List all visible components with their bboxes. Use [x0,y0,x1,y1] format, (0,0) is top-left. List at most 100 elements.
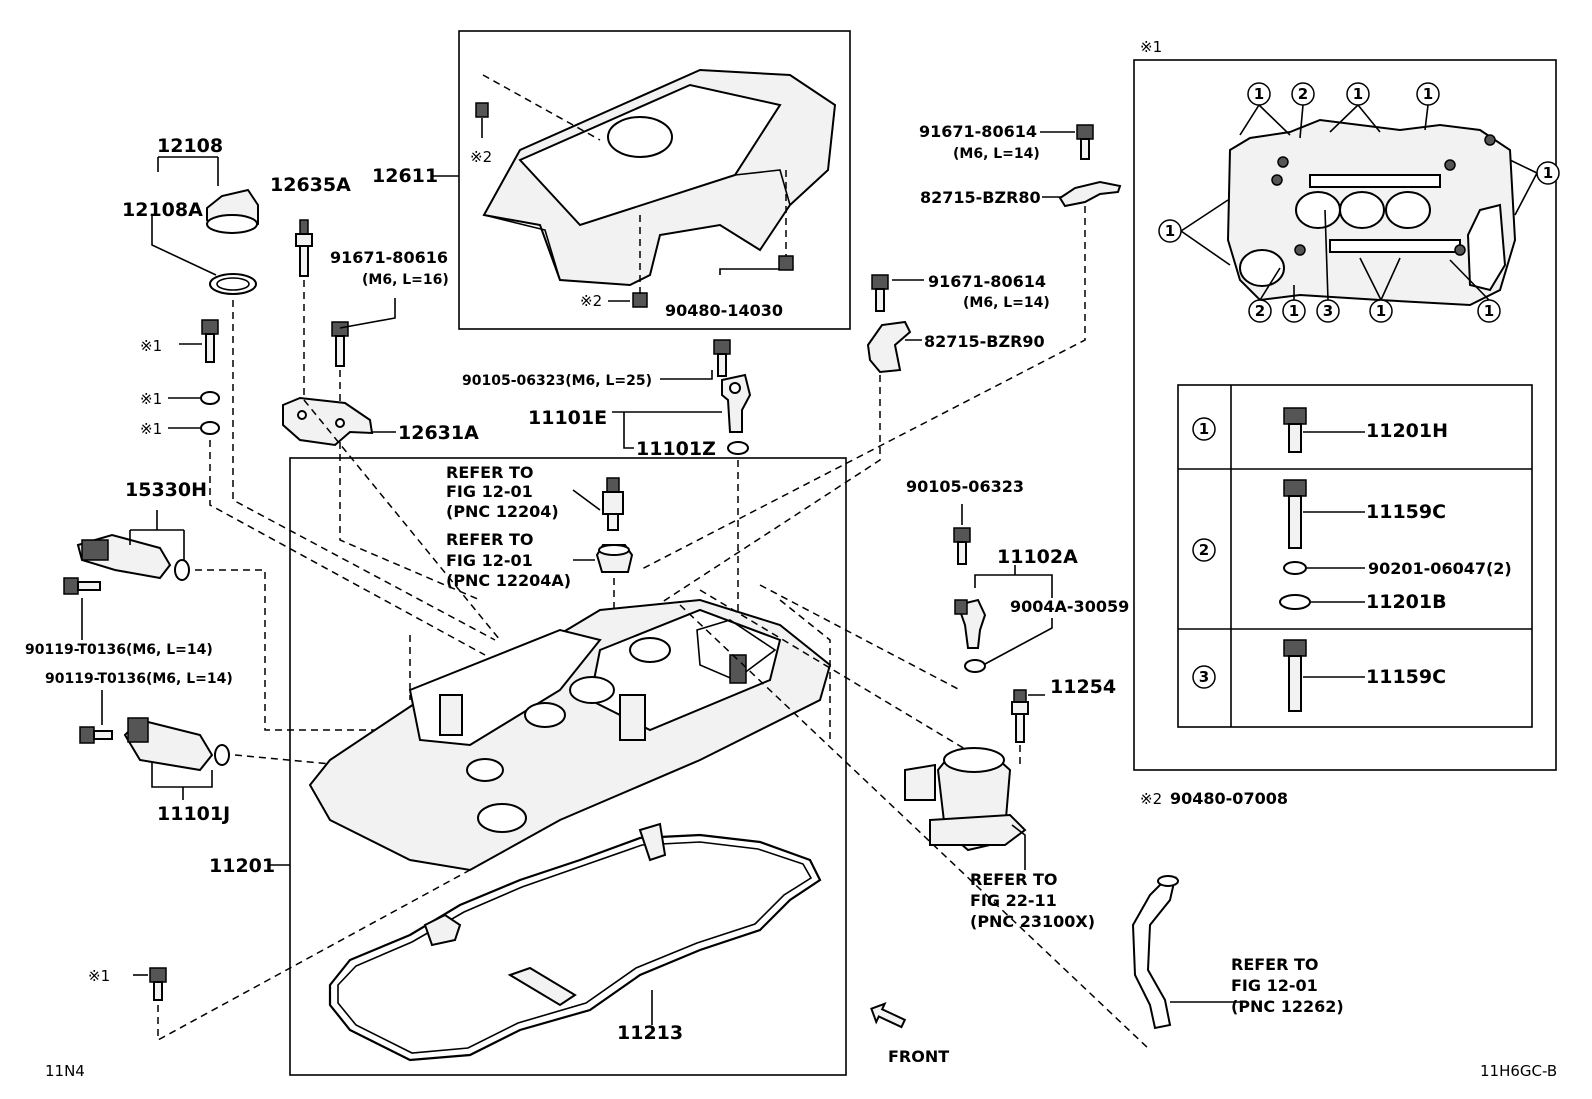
refer1-line-b: FIG 12-01 [446,482,533,501]
inset-frame [1133,59,1557,771]
cylinder-head-cover [308,598,832,872]
svg-text:2: 2 [1255,302,1265,320]
footnote-part: 90480-07008 [1170,789,1288,808]
label-11213: 11213 [617,1022,683,1044]
bolt-91671-80614-a [1076,124,1094,160]
callout-1-c: 1 [1416,82,1440,106]
svg-text:2: 2 [1298,85,1308,103]
note1-label-b: ※1 [140,390,162,408]
refer4-line-c: (PNC 12262) [1231,997,1344,1016]
note1-label-c: ※1 [140,420,162,438]
stud-12635A [295,219,313,277]
label-90119-b: 90119-T0136(M6, L=14) [45,671,233,687]
refer2-line-b: FIG 12-01 [446,551,533,570]
label-11201: 11201 [209,855,275,877]
callout-2-b: 2 [1248,299,1272,323]
front-label: FRONT [888,1047,949,1066]
callout-1-b: 1 [1346,82,1370,106]
washer-note1-a [200,391,220,405]
svg-text:3: 3 [1323,302,1333,320]
note2-label-b: ※2 [580,292,602,310]
filler-cap-gasket [209,273,257,295]
inset-table [1177,384,1533,728]
label-91671-80614-a-spec: (M6, L=14) [953,146,1040,162]
label-82715-BZR90: 82715-BZR90 [924,332,1045,351]
cylinder-head-cover-frame [289,457,847,1076]
label-12631A: 12631A [398,422,479,444]
table-row-3: 3 11159C [1192,639,1446,712]
label-11101J: 11101J [157,803,230,825]
bolt-11254 [1011,689,1029,743]
label-15330H: 15330H [125,479,207,501]
oil-control-valve-11101J [123,717,230,772]
spark-plug-tube [602,477,624,531]
svg-text:1: 1 [1484,302,1494,320]
refer1-line-a: REFER TO [446,463,534,482]
label-90119-a: 90119-T0136(M6, L=14) [25,642,213,658]
svg-text:1: 1 [1423,85,1433,103]
svg-text:11159C: 11159C [1366,666,1446,688]
refer3-line-b: FIG 22-11 [970,891,1057,910]
grommet-bottom [632,292,648,308]
label-91671-80614-b-spec: (M6, L=14) [963,295,1050,311]
oil-control-valve-15330H [76,533,190,581]
label-11101E: 11101E [528,407,607,429]
label-82715-BZR80: 82715-BZR80 [920,188,1041,207]
svg-text:11201B: 11201B [1366,591,1447,613]
svg-text:2: 2 [1199,541,1209,559]
code-right: 11H6GC-B [1480,1062,1557,1080]
label-11101Z: 11101Z [636,438,716,460]
bolt-note1 [201,319,219,363]
cylinder-head-cover-gasket [328,822,822,1062]
callout-2-a: 2 [1291,82,1315,106]
svg-text:1: 1 [1543,164,1553,182]
code-left: 11N4 [45,1062,85,1080]
label-9004A-30059: 9004A-30059 [1010,597,1129,616]
svg-text:11201H: 11201H [1366,420,1448,442]
bolt-90119-a [63,577,101,595]
engine-cover [482,68,837,287]
callout-1-a: 1 [1247,82,1271,106]
washer-note1-b [200,421,220,435]
refer1-line-c: (PNC 12204) [446,502,559,521]
svg-text:1: 1 [1289,302,1299,320]
svg-text:1: 1 [1165,222,1175,240]
bolt-90105-06323-b [953,527,971,565]
table-row-2: 2 11159C 90201-06047(2) 11201B [1192,479,1512,613]
callout-1-h: 1 [1477,299,1501,323]
label-12108: 12108 [157,135,223,157]
refer3-line-c: (PNC 23100X) [970,912,1095,931]
refer4-line-b: FIG 12-01 [1231,976,1318,995]
label-91671-80614-a: 91671-80614 [919,122,1037,141]
oil-filler-cap [206,188,259,234]
engine-cover-frame [458,30,851,330]
spark-plug-tube-gasket [595,544,634,573]
grommet-top-left [475,102,489,118]
svg-text:11159C: 11159C [1366,501,1446,523]
front-arrow-icon [870,1002,907,1029]
label-90105-06323-b: 90105-06323 [906,477,1024,496]
label-11102A: 11102A [997,546,1078,568]
callout-1-g: 1 [1369,299,1393,323]
label-91671-80616-spec: (M6, L=16) [362,272,449,288]
svg-text:1: 1 [1199,420,1209,438]
note2-label-a: ※2 [470,148,492,166]
label-91671-80616: 91671-80616 [330,248,448,267]
note1-label-a: ※1 [140,337,162,355]
note1-label-d: ※1 [88,967,110,985]
inset-head-cover-view [1226,118,1517,307]
table-row-1: 1 11201H [1192,407,1448,453]
cam-sensor-11102A [954,598,987,649]
refer2-line-a: REFER TO [446,530,534,549]
bolt-90119-b [79,726,113,744]
label-91671-80614-b: 91671-80614 [928,272,1046,291]
inset-mark: ※1 [1140,38,1162,56]
svg-text:90201-06047(2): 90201-06047(2) [1368,559,1512,578]
bolt-90105-06323-a [713,339,731,377]
cam-position-sensor [721,373,752,433]
svg-text:1: 1 [1376,302,1386,320]
label-12635A: 12635A [270,174,351,196]
ventilation-hose [1131,875,1179,1030]
svg-text:1: 1 [1254,85,1264,103]
